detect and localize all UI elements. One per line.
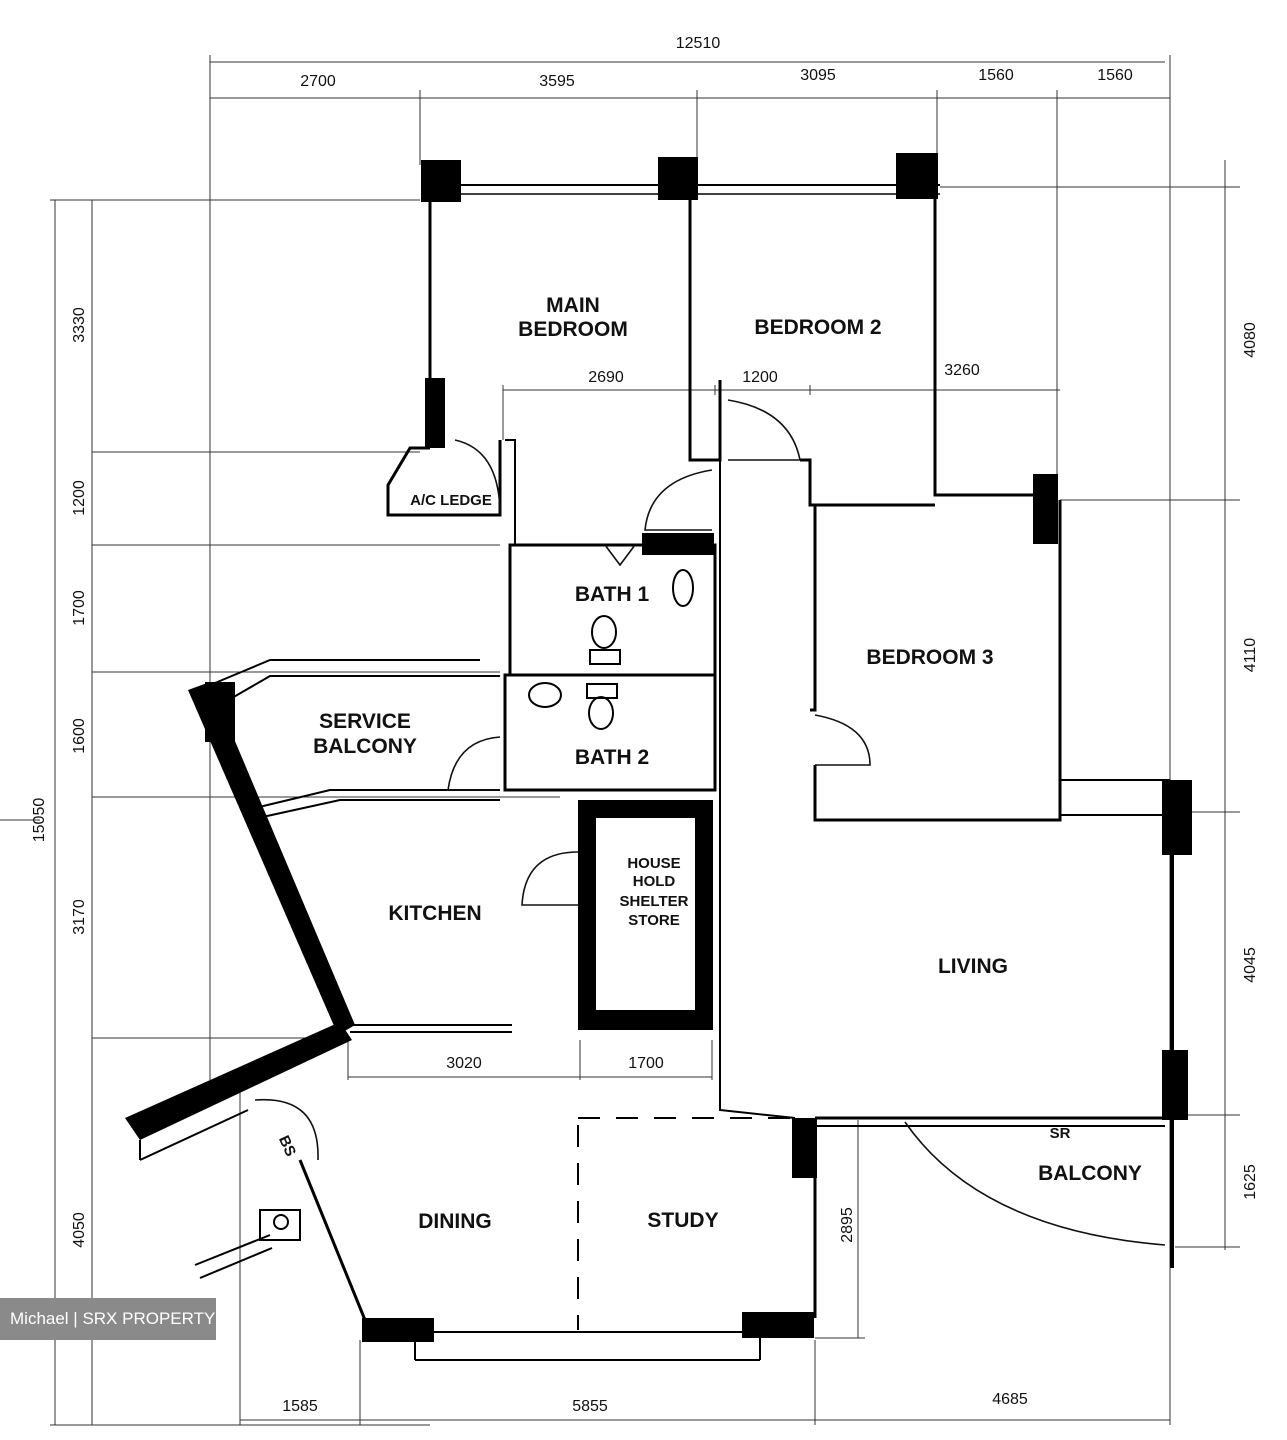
bath1-label: BATH 1 <box>575 583 650 606</box>
balcony-label: BALCONY <box>1038 1162 1142 1185</box>
dim-left-1: 3330 <box>71 307 88 343</box>
bathroom-fixtures <box>259 569 694 1241</box>
dim-bottom-3: 4685 <box>992 1391 1028 1408</box>
main-bedroom-label-1: MAIN <box>546 294 600 317</box>
dim-left-5: 3170 <box>71 899 88 935</box>
dim-top-4: 1560 <box>978 67 1014 84</box>
toilet-icon <box>591 615 617 649</box>
doors <box>194 399 871 1279</box>
shelter-label-4: STORE <box>628 912 679 929</box>
dim-right-4: 1625 <box>1242 1164 1259 1200</box>
bath2-label: BATH 2 <box>575 746 649 769</box>
dim-top-2: 3595 <box>539 73 575 90</box>
main-bedroom-label-2: BEDROOM <box>518 318 628 341</box>
shelter-label-1: HOUSE <box>627 855 680 872</box>
dim-left-4: 1600 <box>71 718 88 754</box>
study-label: STUDY <box>647 1209 718 1232</box>
dim-bottom-1: 1585 <box>282 1398 318 1415</box>
dim-right-2: 4110 <box>1242 638 1259 673</box>
kitchen-label: KITCHEN <box>388 902 481 925</box>
ac-ledge-label: A/C LEDGE <box>410 492 492 509</box>
shelter-label-2: HOLD <box>633 873 676 890</box>
toilet-icon-2 <box>588 696 614 730</box>
dim-bottom-2: 5855 <box>572 1398 608 1415</box>
dim-inner-1: 2690 <box>588 369 624 386</box>
dining-label: DINING <box>418 1210 492 1233</box>
living-label: LIVING <box>938 955 1008 978</box>
dim-left-total: 15050 <box>31 798 48 843</box>
basin-icon <box>672 569 694 607</box>
dim-right-1: 4080 <box>1242 322 1259 358</box>
dimension-labels: 12510 2700 3595 3095 1560 1560 2690 1200… <box>31 35 1259 1415</box>
service-balcony-label-2: BALCONY <box>313 735 417 758</box>
dim-inner-2: 1200 <box>742 369 778 386</box>
dim-right-3: 4045 <box>1242 947 1259 983</box>
dim-study-depth: 2895 <box>839 1207 856 1243</box>
dim-top-1: 2700 <box>300 73 336 90</box>
bedroom2-label: BEDROOM 2 <box>754 316 881 339</box>
dim-overall-width: 12510 <box>676 35 721 52</box>
dim-kitchen-width: 3020 <box>446 1055 482 1072</box>
room-labels: MAIN BEDROOM BEDROOM 2 BEDROOM 3 A/C LED… <box>275 294 1142 1233</box>
dim-inner-3: 3260 <box>944 362 980 379</box>
meter-icon <box>273 1214 289 1230</box>
dim-left-3: 1700 <box>71 590 88 626</box>
sr-label: SR <box>1050 1125 1071 1142</box>
watermark: Michael | SRX PROPERTY <box>0 1298 216 1340</box>
shelter-label-3: SHELTER <box>620 893 689 910</box>
dim-left-2: 1200 <box>71 480 88 516</box>
service-balcony-label-1: SERVICE <box>319 710 411 733</box>
dimension-lines <box>0 55 1240 1426</box>
dim-store-width: 1700 <box>628 1055 664 1072</box>
bedroom3-label: BEDROOM 3 <box>866 646 993 669</box>
basin-icon-2 <box>528 682 562 708</box>
dim-left-6: 4050 <box>71 1212 88 1248</box>
dim-top-3: 3095 <box>800 67 836 84</box>
walls <box>125 153 1192 1361</box>
dim-top-5: 1560 <box>1097 67 1133 84</box>
bs-label: BS <box>275 1133 299 1159</box>
